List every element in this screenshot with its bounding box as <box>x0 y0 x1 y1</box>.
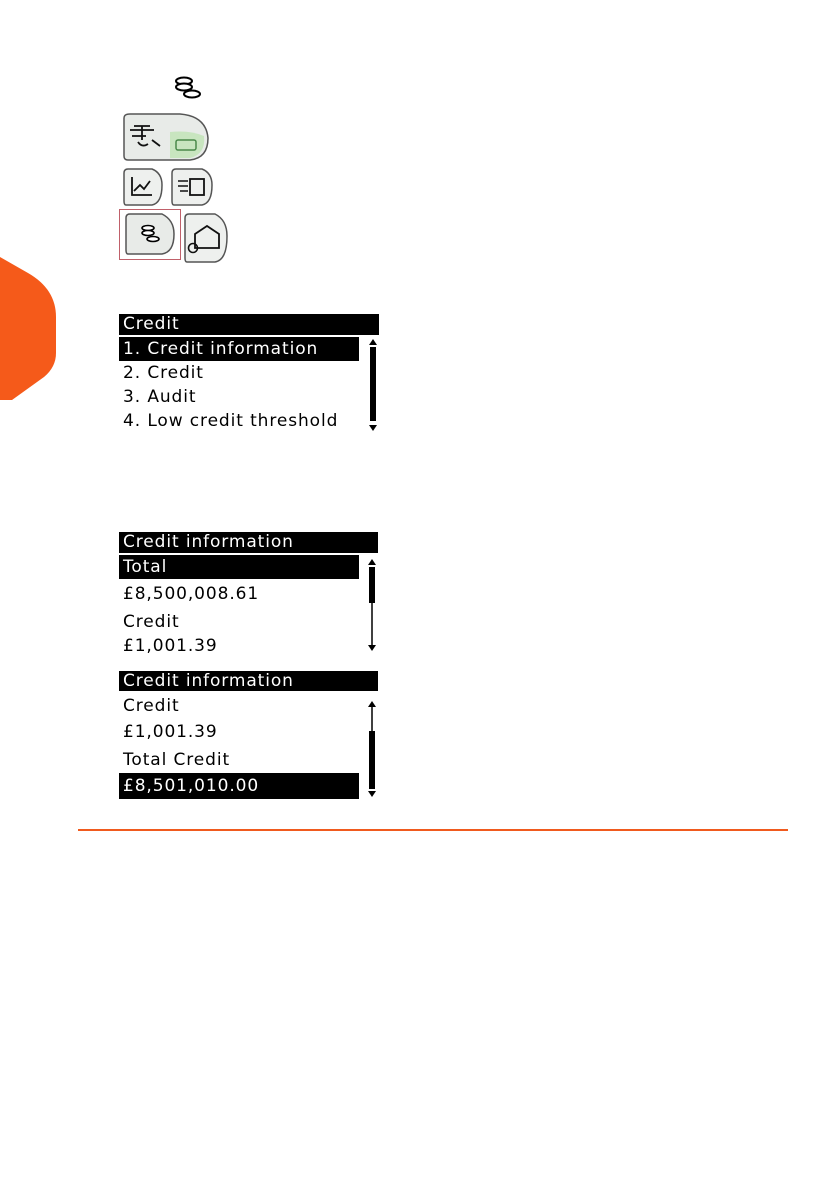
credit-information-screen-2: Credit information Credit £1,001.39 Tota… <box>119 671 378 799</box>
total-credit-value[interactable]: £8,501,010.00 <box>119 773 359 799</box>
total-value: £8,500,008.61 <box>119 579 359 603</box>
menu-item-audit[interactable]: 3. Audit <box>119 385 359 409</box>
credit-label: Credit <box>119 693 359 717</box>
stats-key-icon[interactable] <box>120 167 164 207</box>
scrollbar[interactable] <box>366 699 378 799</box>
total-label[interactable]: Total <box>119 555 359 579</box>
coins-icon <box>170 76 204 100</box>
chapter-tab <box>0 257 60 400</box>
weighing-key-icon[interactable] <box>120 112 212 162</box>
credit-label: Credit <box>119 607 359 631</box>
credit-menu-screen: Credit 1. Credit information 2. Credit 3… <box>119 314 379 427</box>
menu-item-credit[interactable]: 2. Credit <box>119 361 359 385</box>
credit-value: £1,001.39 <box>119 631 359 655</box>
section-divider <box>78 829 788 831</box>
menu-item-credit-information[interactable]: 1. Credit information <box>119 337 359 361</box>
credit-key-icon[interactable] <box>122 212 178 257</box>
menu-item-low-credit-threshold[interactable]: 4. Low credit threshold <box>119 409 359 433</box>
scrollbar[interactable] <box>366 557 378 653</box>
settings-key-icon[interactable] <box>181 212 231 264</box>
credit-information-screen-1: Credit information Total £8,500,008.61 C… <box>119 532 378 653</box>
mail-run-key-icon[interactable] <box>168 167 214 207</box>
screen-title: Credit information <box>119 532 378 553</box>
screen-title: Credit information <box>119 671 378 691</box>
screen-title: Credit <box>119 314 379 335</box>
scrollbar[interactable] <box>367 337 379 433</box>
total-credit-label: Total Credit <box>119 747 359 771</box>
credit-value: £1,001.39 <box>119 719 359 743</box>
